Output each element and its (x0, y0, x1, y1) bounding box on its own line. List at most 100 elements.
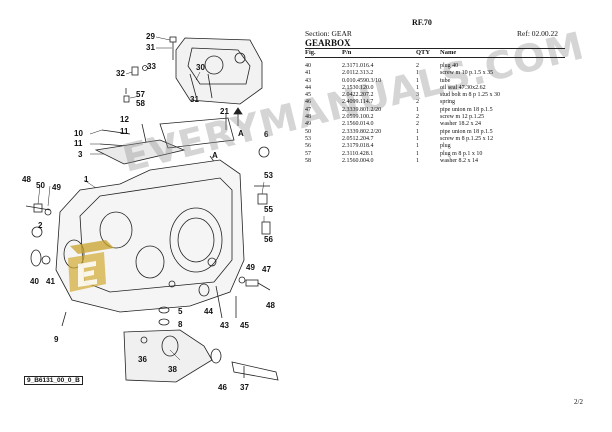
cell-part-number: 2.1560.004.0 (342, 157, 374, 164)
callout-36: 36 (138, 355, 147, 364)
cell-qty: 1 (416, 135, 419, 142)
callout-21: 21 (220, 107, 229, 116)
cell-name: plug (440, 143, 451, 150)
parts-table-header: Fig. P/n QTY Name (305, 48, 565, 57)
callout-9: 9 (54, 335, 59, 344)
callout-31: 31 (146, 43, 155, 52)
callout-10: 10 (74, 129, 83, 138)
cell-part-number: 2.1560.014.0 (342, 121, 374, 128)
callout-A: A (238, 129, 244, 138)
callout-53: 53 (264, 171, 273, 180)
cell-name: tube (440, 77, 451, 84)
callout-2: 2 (38, 221, 43, 230)
cell-part-number: 2.3339.802.2/20 (342, 128, 382, 135)
callout-32: 32 (116, 69, 125, 78)
cell-qty: 2 (416, 63, 419, 69)
callout-47: 47 (262, 265, 271, 274)
cell-name: screw m 8 p.1.25 x 12 (440, 135, 494, 142)
callout-29: 29 (146, 32, 155, 41)
cell-name: stud bolt m 8 p 1.25 x 30 (440, 92, 501, 99)
callout-11: 11 (74, 139, 83, 148)
reference-code: RF.70 (412, 18, 432, 27)
callout-57: 57 (136, 90, 145, 99)
callout-30: 30 (196, 63, 205, 72)
callout-43: 43 (220, 321, 229, 330)
callout-40: 40 (30, 277, 39, 286)
callout-56: 56 (264, 235, 273, 244)
cell-name: spring (440, 99, 455, 106)
watermark-logo-icon (68, 240, 114, 292)
cell-fig: 45 (305, 92, 311, 99)
callout-50: 50 (36, 181, 45, 190)
drawing-id: 9_B6131_00_0_B (24, 376, 83, 385)
callout-31: 31 (190, 95, 199, 104)
cell-name: screw m 10 p.1.5 x 35 (440, 70, 494, 77)
col-part-number: P/n (342, 49, 352, 56)
cell-qty: 2 (416, 121, 419, 128)
cell-qty: 1 (416, 77, 419, 84)
cell-name: pipe union m 18 p.1.5 (440, 128, 493, 135)
cell-qty: 1 (416, 143, 419, 150)
cell-name: plug m 8 p.1 x 10 (440, 150, 483, 157)
callout-A: A (212, 151, 218, 160)
callout-12: 12 (120, 115, 129, 124)
callout-11: 11 (120, 127, 129, 136)
cell-part-number: 2.1530.120.0 (342, 84, 374, 91)
cell-part-number: 2.3110.428.1 (342, 150, 374, 157)
callout-1: 1 (84, 175, 89, 184)
cell-fig: 58 (305, 157, 311, 164)
cell-part-number: 2.4099.114.7 (342, 99, 374, 106)
callout-55: 55 (264, 205, 273, 214)
cell-fig: 43 (305, 77, 311, 84)
callout-48: 48 (22, 175, 31, 184)
cell-qty: 2 (416, 99, 419, 106)
cell-fig: 47 (305, 106, 311, 113)
cell-name: oil seal 47.30x2.62 (440, 84, 486, 91)
cell-name: pipe union m 18 p.1.5 (440, 106, 493, 113)
cell-name: washer 18.2 x 24 (440, 121, 481, 128)
cell-fig: 49 (305, 121, 311, 128)
cell-qty: 3 (416, 92, 419, 99)
cell-qty: 1 (416, 84, 419, 91)
group-title: GEARBOX (305, 38, 351, 48)
cell-part-number: 2.3171.016.4 (342, 63, 374, 69)
cell-part-number: 2.3179.018.4 (342, 143, 374, 150)
callout-38: 38 (168, 365, 177, 374)
cell-fig: 40 (305, 63, 311, 69)
cell-qty: 1 (416, 70, 419, 77)
callout-46: 46 (218, 383, 227, 392)
cell-fig: 46 (305, 99, 311, 106)
page-number: 2/2 (574, 398, 583, 406)
callout-5: 5 (178, 307, 183, 316)
col-qty: QTY (416, 49, 431, 56)
cell-part-number: 2.0112.313.2 (342, 70, 374, 77)
callout-58: 58 (136, 99, 145, 108)
exploded-view-diagram: 293130323331575810111211321AA61485049253… (22, 32, 279, 392)
cell-qty: 2 (416, 114, 419, 121)
top-cover (175, 37, 263, 105)
gasket-plate (94, 139, 186, 165)
callout-49: 49 (246, 263, 255, 272)
callout-3: 3 (78, 150, 83, 159)
cell-part-number: 0.010.4590.3/10 (342, 77, 382, 84)
section-label: Section: GEAR (305, 29, 352, 38)
cell-qty: 1 (416, 106, 419, 113)
callout-37: 37 (240, 383, 249, 392)
cell-qty: 1 (416, 128, 419, 135)
cell-name: plug 40 (440, 63, 459, 69)
cell-fig: 48 (305, 114, 311, 121)
table-row: 49 2.1560.014.0 2 washer 18.2 x 24 (305, 121, 565, 128)
col-fig: Fig. (305, 49, 316, 56)
